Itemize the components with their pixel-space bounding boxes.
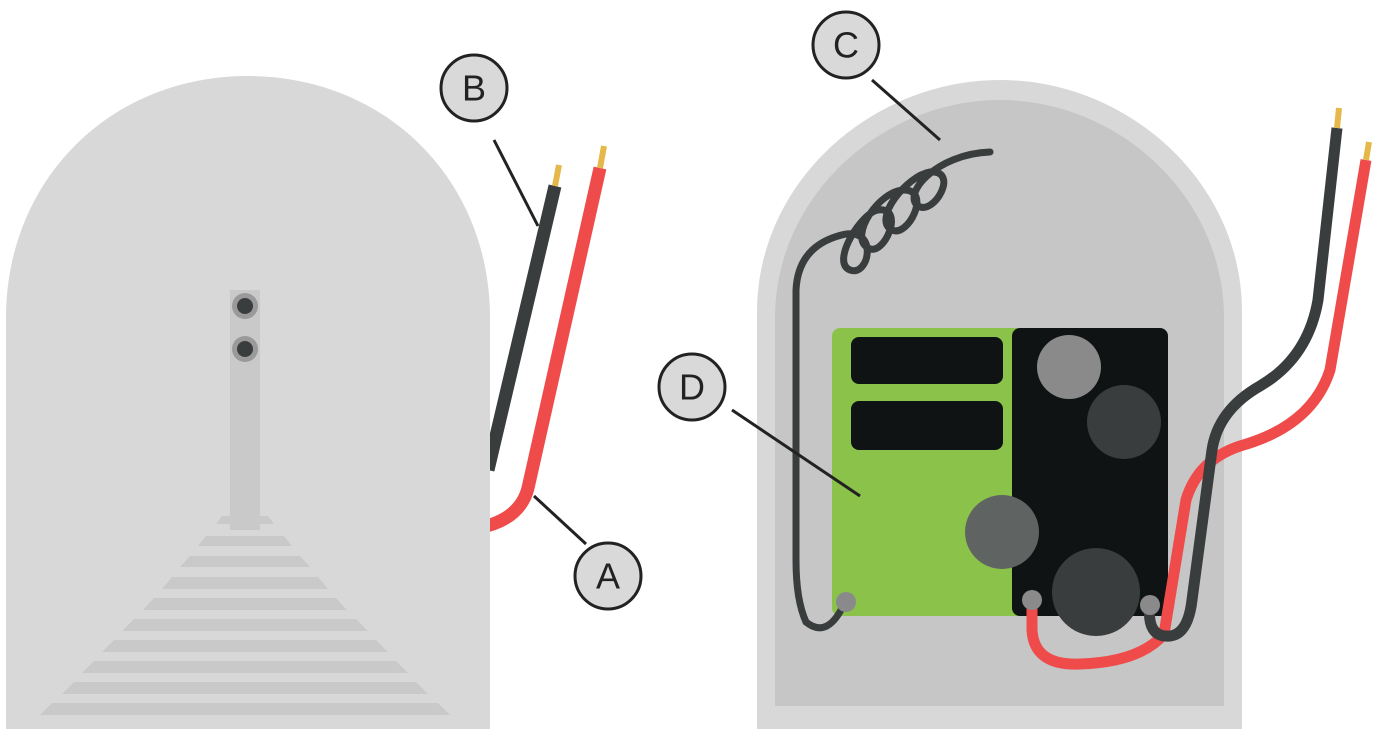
board-microphone bbox=[1052, 548, 1140, 636]
callout-c-circle bbox=[811, 10, 881, 80]
callout-d-label: D bbox=[679, 367, 705, 408]
grille-stripe bbox=[122, 619, 368, 631]
interior-red-wire bbox=[1026, 159, 1372, 670]
grille-stripe bbox=[40, 703, 450, 715]
callout-a-leader bbox=[532, 494, 588, 546]
callout-c-label: C bbox=[833, 25, 859, 66]
callout-b: B bbox=[439, 53, 540, 227]
grille-stripe bbox=[198, 536, 292, 546]
board-chip-bottom bbox=[851, 401, 1003, 450]
board-component-gray bbox=[965, 495, 1039, 569]
callout-b-label: B bbox=[462, 68, 486, 109]
circuit-board bbox=[832, 328, 1168, 636]
callout-d: D bbox=[657, 352, 861, 498]
callout-d-circle bbox=[657, 352, 727, 422]
front-red-wire-tip bbox=[597, 145, 607, 169]
terminal-black bbox=[1140, 595, 1160, 615]
callout-a-label: A bbox=[596, 556, 620, 597]
coiled-antenna-wire bbox=[792, 148, 994, 632]
front-black-wire-tip bbox=[552, 164, 562, 187]
front-center-strip bbox=[230, 290, 260, 530]
front-grille bbox=[40, 516, 450, 715]
callout-b-leader bbox=[492, 139, 540, 227]
terminal-red bbox=[1022, 590, 1042, 610]
terminal-antenna bbox=[836, 592, 856, 612]
callout-d-leader bbox=[731, 408, 861, 498]
interior-black-wire bbox=[1143, 127, 1343, 642]
grille-stripe bbox=[102, 640, 388, 652]
board-component-light bbox=[1037, 335, 1101, 399]
grille-stripe bbox=[162, 577, 328, 589]
grille-stripe bbox=[180, 556, 310, 567]
led-bottom-inner bbox=[237, 341, 253, 357]
grille-stripe bbox=[82, 661, 408, 673]
front-red-wire bbox=[476, 166, 607, 535]
interior-red-wire-tip bbox=[1363, 141, 1372, 161]
callout-a-circle bbox=[573, 541, 643, 611]
callout-c-leader bbox=[871, 78, 941, 142]
led-top-inner bbox=[237, 298, 253, 314]
callout-a: A bbox=[532, 494, 643, 611]
sensor-front-view: B A bbox=[6, 53, 643, 729]
sensor-interior-view: C D bbox=[657, 10, 1372, 729]
board-component-dark bbox=[1087, 385, 1161, 459]
grille-stripe bbox=[62, 682, 428, 694]
grille-stripe bbox=[143, 598, 347, 610]
led-indicators bbox=[232, 293, 258, 362]
front-black-wire bbox=[481, 184, 562, 472]
callout-c: C bbox=[811, 10, 941, 142]
callout-b-circle bbox=[439, 53, 509, 123]
board-chip-top bbox=[851, 337, 1003, 384]
interior-black-wire-tip bbox=[1334, 107, 1342, 129]
front-wires bbox=[476, 145, 607, 535]
grille-stripe bbox=[216, 516, 274, 524]
